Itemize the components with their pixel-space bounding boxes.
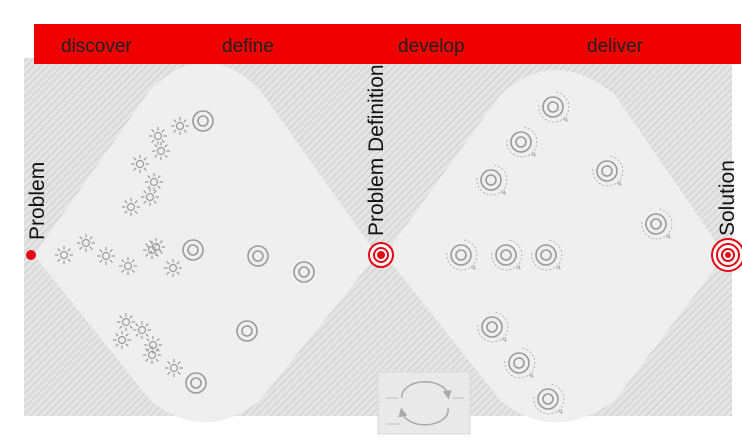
- concentric-target-icon: [293, 261, 315, 283]
- sun-burst-icon: [149, 127, 167, 145]
- sun-burst-icon: [117, 313, 135, 331]
- target-with-loop-arrow-icon: [533, 383, 565, 415]
- target-with-loop-arrow-icon: [446, 239, 478, 271]
- phase-label-deliver: deliver: [587, 36, 643, 57]
- sun-burst-icon: [97, 247, 115, 265]
- concentric-target-icon: [247, 245, 269, 267]
- concentric-target-icon: [185, 372, 207, 394]
- left-diamond: [34, 62, 377, 423]
- target-with-loop-arrow-icon: [641, 208, 673, 240]
- phase-label-develop: develop: [398, 36, 465, 57]
- sun-burst-icon: [119, 257, 137, 275]
- milestone-label-problem: Problem: [26, 161, 49, 240]
- legend-box: [377, 371, 471, 435]
- sun-burst-icon: [122, 198, 140, 216]
- sun-burst-icon: [171, 117, 189, 135]
- sun-burst-icon: [113, 331, 131, 349]
- target-with-loop-arrow-icon: [477, 311, 509, 343]
- sun-burst-icon: [165, 359, 183, 377]
- concentric-target-icon: [236, 320, 258, 342]
- sun-burst-icon: [55, 246, 73, 264]
- milestone-label-problem-definition: Problem Definition: [365, 64, 388, 236]
- sun-burst-icon: [141, 188, 159, 206]
- sun-burst-icon: [147, 238, 165, 256]
- concentric-target-icon: [192, 110, 214, 132]
- target-with-loop-arrow-icon: [504, 347, 536, 379]
- sun-burst-icon: [144, 336, 162, 354]
- sun-burst-icon: [77, 234, 95, 252]
- sun-burst-icon: [164, 259, 182, 277]
- target-with-loop-arrow-icon: [491, 239, 523, 271]
- target-with-loop-arrow-icon: [592, 155, 624, 187]
- sun-burst-icon: [131, 155, 149, 173]
- target-with-loop-arrow-icon: [476, 164, 508, 196]
- sun-burst-icon: [133, 321, 151, 339]
- concentric-target-icon: [182, 239, 204, 261]
- phase-label-discover: discover: [61, 36, 132, 57]
- red-target-icon: [368, 242, 394, 268]
- target-with-loop-arrow-icon: [531, 239, 563, 271]
- sun-burst-icon: [145, 173, 163, 191]
- red-dot-icon: [26, 250, 36, 260]
- target-with-loop-arrow-icon: [538, 91, 570, 123]
- red-target-icon: [711, 238, 742, 272]
- right-diamond: [385, 70, 725, 423]
- target-with-loop-arrow-icon: [506, 126, 538, 158]
- milestone-label-solution: Solution: [716, 160, 739, 236]
- phase-label-define: define: [222, 36, 274, 57]
- phase-header-bar: [34, 24, 741, 64]
- icon-layer: [55, 91, 673, 415]
- sun-burst-icon: [152, 142, 170, 160]
